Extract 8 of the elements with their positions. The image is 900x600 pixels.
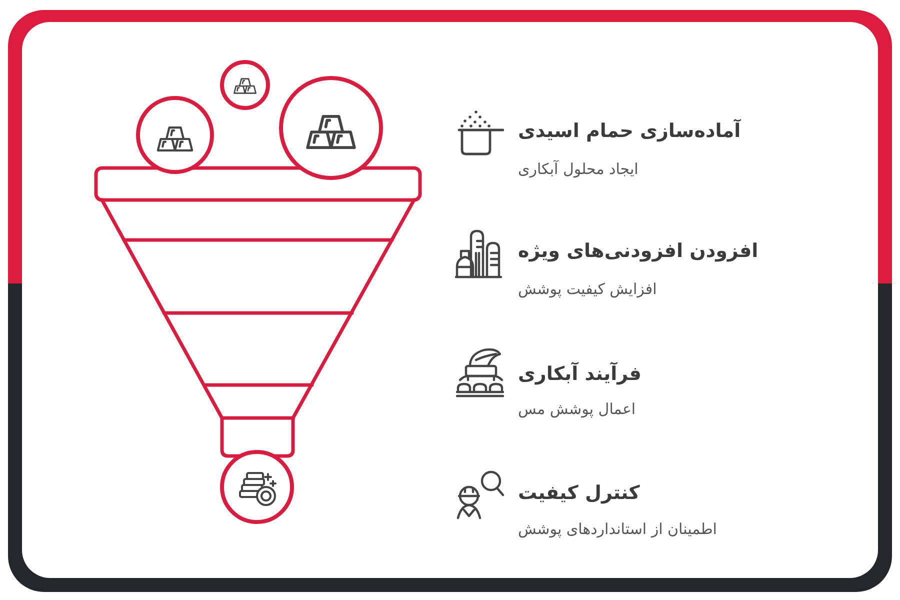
step-description: اعمال پوشش مس <box>518 400 636 418</box>
step-title: آماده‌سازی حمام اسیدی <box>518 120 741 142</box>
step-description: اطمینان از استانداردهای پوشش <box>518 520 717 538</box>
step-title: فرآیند آبکاری <box>518 363 642 385</box>
step-title: کنترل کیفیت <box>518 482 640 504</box>
step-description: ایجاد محلول آبکاری <box>518 160 638 178</box>
step-title: افزودن افزودنی‌های ویژه <box>518 240 758 262</box>
step-description: افزایش کیفیت پوشش <box>518 280 657 298</box>
